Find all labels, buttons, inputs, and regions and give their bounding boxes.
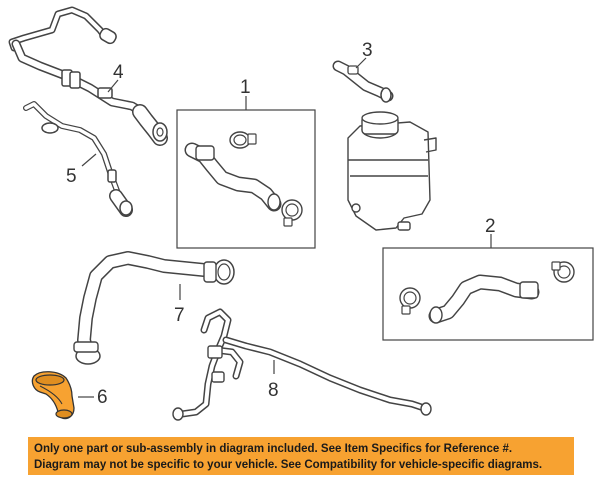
callout-7: 7	[174, 305, 185, 326]
part-3-hose	[332, 60, 394, 103]
callout-8: 8	[268, 380, 279, 401]
disclaimer-line-2: Diagram may not be specific to your vehi…	[34, 459, 543, 471]
callout-5-leader	[81, 153, 97, 167]
parts-diagram: 4 5 3 1	[8, 6, 594, 421]
callout-3-leader	[355, 57, 367, 69]
callout-3: 3	[362, 40, 373, 61]
disclaimer-banner: Only one part or sub-assembly in diagram…	[28, 437, 574, 475]
part-5-pipe	[23, 101, 133, 217]
part-8-pipe	[172, 308, 432, 421]
part-2-box	[382, 247, 594, 341]
part-2-hose	[399, 261, 575, 324]
callout-6: 6	[97, 387, 108, 408]
callout-1: 1	[240, 77, 251, 98]
part-7-hose	[73, 251, 235, 365]
disclaimer-line-1: Only one part or sub-assembly in diagram…	[34, 443, 513, 455]
callout-4-leader	[107, 79, 119, 93]
callout-5: 5	[66, 166, 77, 187]
part-1-hose	[184, 131, 303, 227]
part-6-hose-highlighted	[31, 371, 75, 420]
part-4-pipe	[8, 6, 168, 146]
reservoir-tank	[347, 111, 437, 231]
callout-2: 2	[485, 216, 496, 237]
callout-4: 4	[113, 62, 124, 83]
